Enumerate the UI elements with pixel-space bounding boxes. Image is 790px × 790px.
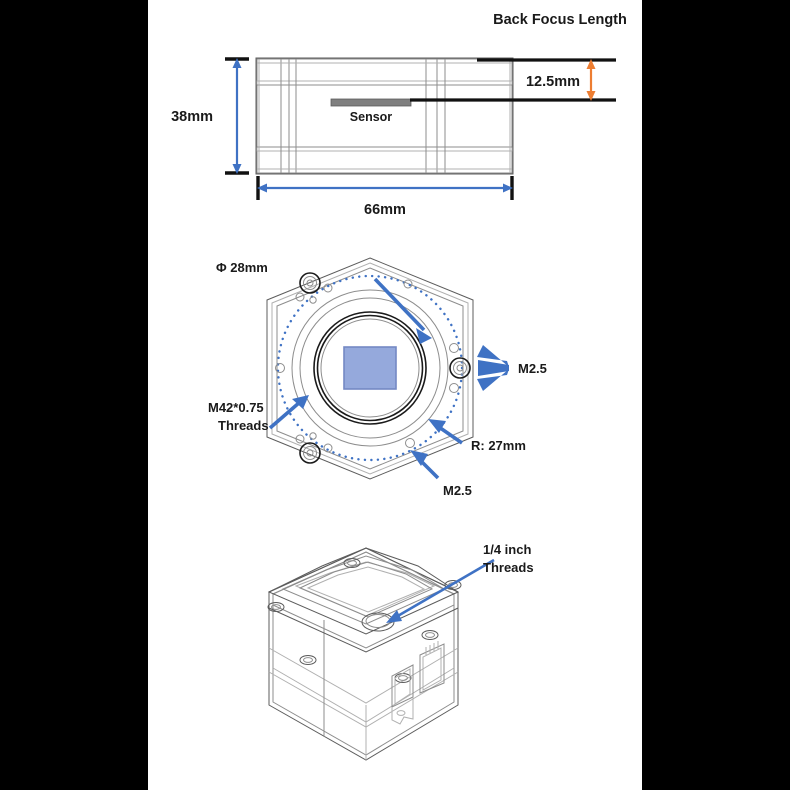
callout-aperture: Φ 28mm [216,260,432,344]
sensor-indicator: Sensor [330,98,412,124]
drawing-canvas: Sensor 38mm 66 [171,12,627,761]
callout-threads-label-1: M42*0.75 [208,400,264,415]
sensor-label: Sensor [350,110,393,124]
bolt-circle-27mm [276,274,464,462]
drawing-sheet: Sensor 38mm 66 [148,0,642,790]
lens-mount-rings [291,289,449,447]
back-focus-title: Back Focus Length [493,12,627,28]
back-focus-group: Back Focus Length 12.5mm [410,12,627,102]
iso-view: 1/4 inch Threads [267,542,534,761]
callout-screw-right: M2.5 [477,345,547,391]
callout-tripod: 1/4 inch Threads [386,542,534,623]
iso-connector-ports [391,641,445,725]
callout-threads: M42*0.75 Threads [208,395,309,433]
callout-tripod-label-1: 1/4 inch [483,542,531,557]
back-focus-value: 12.5mm [526,74,580,90]
callout-bolt-circle: R: 27mm [428,419,526,453]
callout-bolt-circle-label: R: 27mm [471,438,526,453]
front-sensor-rect [343,346,397,390]
dimension-height-38mm: 38mm [171,57,249,175]
dimension-height-label: 38mm [171,109,213,125]
callout-screw-bottom: M2.5 [410,450,472,498]
callout-threads-label-2: Threads [218,418,269,433]
callout-screw-bottom-label: M2.5 [443,483,472,498]
side-view: Sensor 38mm 66 [171,12,627,218]
dimension-width-label: 66mm [364,202,406,218]
front-view: Φ 28mm M42*0.75 Threads M2.5 [208,257,547,498]
callout-screw-right-label: M2.5 [518,361,547,376]
dimension-width-66mm: 66mm [256,176,514,218]
front-view-hexagon-body [266,257,474,480]
side-view-body [255,57,514,175]
callout-aperture-label: Φ 28mm [216,260,268,275]
callout-tripod-label-2: Threads [483,560,534,575]
screw-holes [275,272,471,464]
